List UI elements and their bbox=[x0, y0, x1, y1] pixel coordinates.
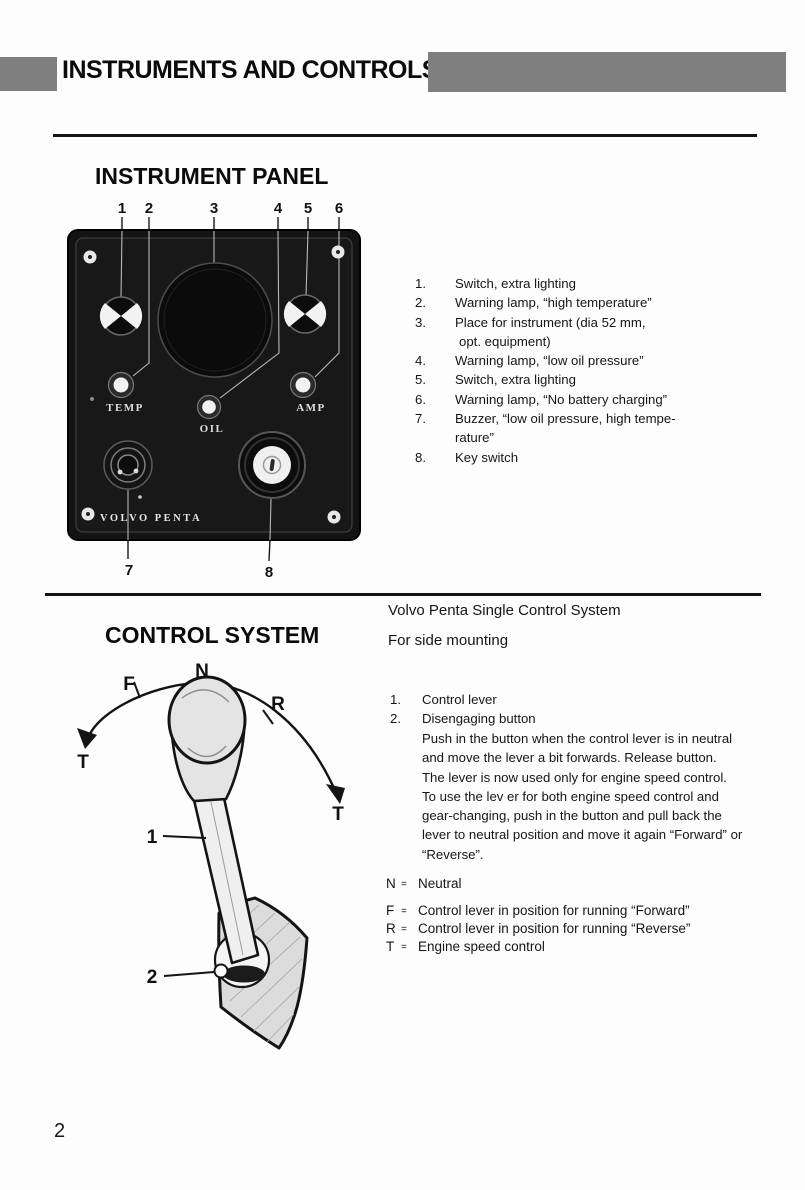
amp-warning-lamp bbox=[289, 371, 317, 399]
control-lever-figure: F N R T T 1 2 bbox=[77, 661, 345, 1050]
position-row: N=Neutral bbox=[386, 876, 462, 891]
lighting-switch-right bbox=[283, 294, 327, 334]
position-row: R=Control lever in position for running … bbox=[386, 921, 691, 936]
instrument-panel-title: INSTRUMENT PANEL bbox=[95, 163, 329, 189]
instrument-hole-ring bbox=[163, 268, 267, 372]
instrument-panel-legend: 1.Switch, extra lighting 2.Warning lamp,… bbox=[415, 274, 760, 467]
legend-row: rature” bbox=[455, 430, 494, 446]
legend-row: 7.Buzzer, “low oil pressure, high tempe- bbox=[415, 411, 676, 427]
description-line: lever to neutral position and move it ag… bbox=[422, 827, 743, 843]
position-row: T=Engine speed control bbox=[386, 939, 545, 954]
boot-shadow bbox=[223, 965, 265, 983]
item-row: 1.Control lever bbox=[390, 692, 497, 707]
section-divider-top bbox=[53, 134, 757, 137]
legend-row: 2.Warning lamp, “high temperature” bbox=[415, 295, 652, 311]
legend-row: 4.Warning lamp, “low oil pressure” bbox=[415, 353, 644, 369]
temp-label: TEMP bbox=[106, 402, 144, 414]
knob-shade bbox=[187, 745, 227, 758]
callout-button: 2 bbox=[147, 967, 158, 988]
page-title: INSTRUMENTS AND CONTROLS bbox=[62, 56, 438, 84]
lever-shaft bbox=[192, 796, 260, 965]
panel-dot-buzzer bbox=[138, 495, 142, 499]
knob-highlight bbox=[181, 689, 230, 703]
disengaging-description: Push in the button when the control leve… bbox=[422, 729, 767, 864]
volvo-penta-logo: VOLVO PENTA bbox=[100, 513, 202, 524]
callout-lines-top bbox=[121, 217, 340, 231]
page-number: 2 bbox=[54, 1120, 66, 1142]
arrowhead-left bbox=[77, 728, 97, 749]
callout-6: 6 bbox=[335, 200, 343, 217]
callout-lines-bottom bbox=[127, 539, 271, 562]
arrowhead-right bbox=[326, 784, 345, 804]
control-system-subtitle: Volvo Penta Single Control System bbox=[388, 602, 621, 619]
oil-label: OIL bbox=[200, 423, 225, 435]
panel-dot-left bbox=[90, 397, 94, 401]
control-system-title: CONTROL SYSTEM bbox=[105, 622, 320, 648]
callout-4: 4 bbox=[274, 200, 283, 217]
amp-label: AMP bbox=[296, 402, 326, 414]
control-system-mounting: For side mounting bbox=[388, 632, 509, 649]
temp-warning-lamp bbox=[107, 371, 135, 399]
key-switch bbox=[238, 431, 306, 499]
description-line: Push in the button when the control leve… bbox=[422, 731, 733, 746]
shaft-ridge bbox=[210, 801, 244, 956]
legend-row: 3.Place for instrument (dia 52 mm, bbox=[415, 314, 646, 330]
instrument-hole bbox=[157, 262, 273, 378]
callout-8: 8 bbox=[265, 564, 273, 581]
legend-row: 5.Switch, extra lighting bbox=[415, 372, 576, 388]
callout-lines-inner bbox=[120, 230, 340, 541]
position-legend: N=Neutral F=Control lever in position fo… bbox=[386, 876, 690, 957]
header-bar-left bbox=[0, 57, 57, 91]
description-line: “Reverse”. bbox=[422, 846, 484, 862]
legend-row: opt. equipment) bbox=[459, 333, 551, 349]
lighting-switch-left bbox=[99, 296, 143, 336]
legend-row: 6.Warning lamp, “No battery charging” bbox=[415, 391, 668, 407]
panel-screws bbox=[81, 245, 345, 524]
header-bar-right bbox=[428, 52, 786, 92]
instrument-panel-figure: TEMP OIL AMP VOLVO PENTA 1 2 3 4 5 bbox=[67, 200, 361, 581]
disengaging-button bbox=[213, 963, 229, 979]
callout-lever: 1 bbox=[147, 827, 158, 848]
callout-3: 3 bbox=[210, 200, 218, 217]
label-forward: F bbox=[123, 674, 135, 695]
item-row: 2.Disengaging button bbox=[390, 711, 536, 727]
callout-line-2 bbox=[163, 971, 215, 977]
description-line: and move the lever a bit forwards. Relea… bbox=[422, 750, 717, 766]
callout-line-1 bbox=[162, 835, 207, 839]
legend-row: 1.Switch, extra lighting bbox=[415, 276, 576, 291]
panel-callout-numbers: 1 2 3 4 5 6 7 8 bbox=[118, 200, 343, 581]
section-divider-middle bbox=[45, 593, 761, 596]
lever-labels: F N R T T 1 2 bbox=[77, 661, 344, 988]
control-system-items: 1.Control lever 2.Disengaging button bbox=[390, 690, 760, 729]
callout-5: 5 bbox=[304, 200, 312, 217]
callout-2: 2 bbox=[145, 200, 153, 217]
description-line: The lever is now used only for engine sp… bbox=[422, 769, 727, 785]
label-throttle-left: T bbox=[77, 752, 89, 773]
callout-1: 1 bbox=[118, 200, 126, 217]
label-neutral: N bbox=[195, 661, 209, 682]
buzzer bbox=[103, 440, 153, 490]
label-reverse: R bbox=[271, 694, 285, 715]
description-line: To use the lev er for both engine speed … bbox=[422, 788, 719, 804]
callout-7: 7 bbox=[125, 562, 133, 579]
label-throttle-right: T bbox=[332, 804, 344, 825]
position-row: F=Control lever in position for running … bbox=[386, 903, 690, 918]
legend-row: 8.Key switch bbox=[415, 449, 519, 465]
oil-warning-lamp bbox=[196, 394, 222, 420]
description-line: gear-changing, push in the button and pu… bbox=[422, 808, 722, 824]
